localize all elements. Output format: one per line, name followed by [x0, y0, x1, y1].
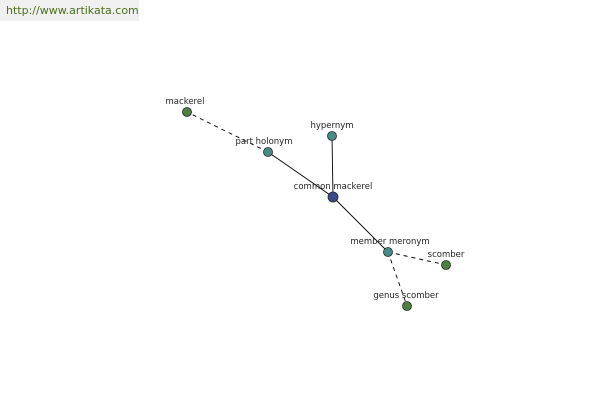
- site-url-link[interactable]: http://www.artikata.com: [0, 0, 139, 21]
- node-label-part-holonym[interactable]: part holonym: [236, 137, 293, 147]
- node-hypernym[interactable]: [327, 131, 337, 141]
- node-scomber[interactable]: [441, 260, 451, 270]
- graph-labels: common mackerel hypernym part holonym membe…: [166, 97, 465, 301]
- node-label-hypernym[interactable]: hypernym: [310, 121, 353, 131]
- node-part-holonym[interactable]: [263, 147, 273, 157]
- node-label-center[interactable]: common mackerel: [294, 182, 373, 192]
- node-label-scomber[interactable]: scomber: [428, 250, 465, 260]
- graph-nodes: [182, 107, 451, 311]
- node-label-genus-scomber[interactable]: genus scomber: [373, 291, 439, 301]
- edge-center-to-hypernym: [331, 135, 334, 198]
- edge-part-holonym-to-mackerel: [186, 111, 269, 153]
- node-member-meronym[interactable]: [383, 247, 393, 257]
- node-genus-scomber[interactable]: [402, 301, 412, 311]
- edge-center-to-member-meronym: [332, 196, 389, 253]
- node-label-member-meronym[interactable]: member meronym: [350, 237, 429, 247]
- edge-member-meronym-to-genus-scomber: [387, 251, 408, 307]
- node-center[interactable]: [327, 191, 339, 203]
- edge-center-to-part-holonym: [267, 151, 334, 198]
- node-mackerel[interactable]: [182, 107, 192, 117]
- edge-member-meronym-to-scomber: [387, 251, 447, 266]
- node-label-mackerel[interactable]: mackerel: [166, 97, 205, 107]
- graph-edges: [186, 111, 447, 307]
